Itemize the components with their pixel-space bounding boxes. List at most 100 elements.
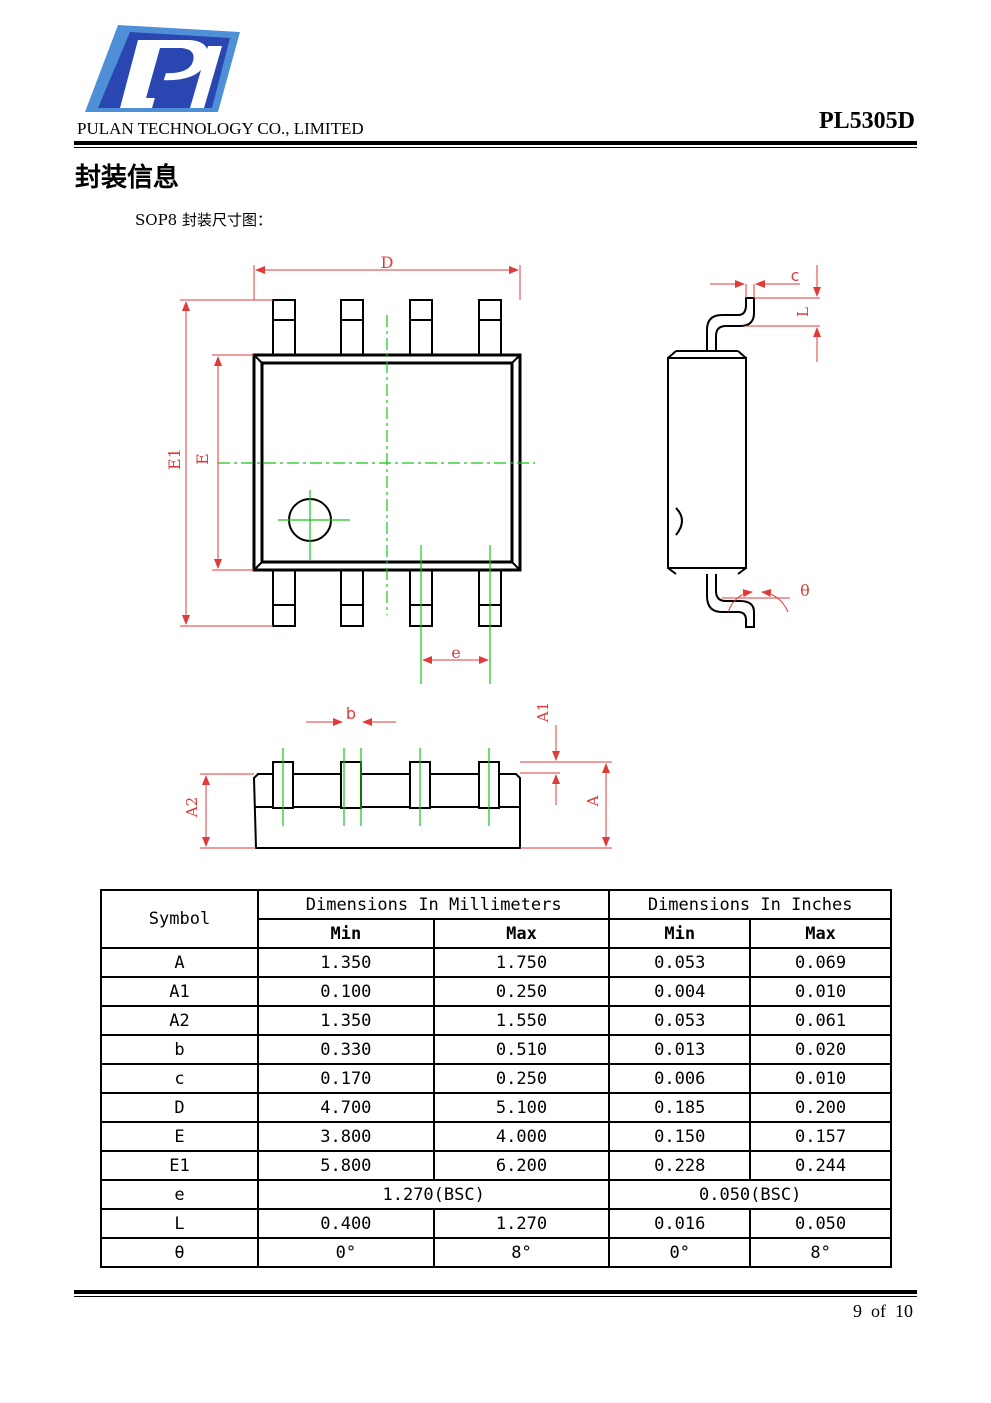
cell-symbol: A2 bbox=[100, 1005, 259, 1036]
cell-symbol: E1 bbox=[100, 1150, 259, 1181]
part-number: PL5305D bbox=[819, 108, 915, 134]
label-theta: θ bbox=[800, 581, 810, 600]
table-row: θ 0° 8° 0° 8° bbox=[100, 1237, 892, 1268]
label-A2: A2 bbox=[183, 797, 201, 818]
side-body bbox=[667, 357, 747, 569]
header-rule-thick bbox=[74, 141, 917, 145]
cell-mm-bsc: 1.270(BSC) bbox=[256, 1179, 611, 1210]
label-D: D bbox=[381, 253, 394, 272]
cell-symbol: b bbox=[100, 1034, 259, 1065]
label-A1: A1 bbox=[534, 702, 552, 723]
lead-top-3 bbox=[409, 299, 433, 356]
cell-mm-min: 4.700 bbox=[257, 1092, 435, 1123]
in-max-header: Max bbox=[749, 918, 892, 949]
cell-in-min: 0.004 bbox=[608, 976, 752, 1007]
table-row: A1 0.100 0.250 0.004 0.010 bbox=[100, 976, 892, 1007]
cell-in-min: 0.150 bbox=[608, 1121, 752, 1152]
table-row: E1 5.800 6.200 0.228 0.244 bbox=[100, 1150, 892, 1181]
cell-mm-min: 5.800 bbox=[257, 1150, 435, 1181]
cell-mm-max: 8° bbox=[432, 1237, 611, 1268]
cell-mm-max: 1.550 bbox=[432, 1005, 611, 1036]
cell-in-max: 0.050 bbox=[749, 1208, 892, 1239]
cell-mm-max: 4.000 bbox=[432, 1121, 611, 1152]
table-row: e 1.270(BSC) 0.050(BSC) bbox=[100, 1179, 892, 1210]
cell-mm-min: 0° bbox=[257, 1237, 435, 1268]
cell-in-max: 0.200 bbox=[749, 1092, 892, 1123]
cell-mm-min: 1.350 bbox=[257, 947, 435, 978]
cell-in-max: 0.061 bbox=[749, 1005, 892, 1036]
mm-max-header: Max bbox=[432, 918, 611, 949]
lead-bottom-1 bbox=[272, 569, 296, 627]
cell-in-max: 0.010 bbox=[749, 1063, 892, 1094]
header-rule-thin bbox=[74, 147, 917, 148]
lead-top-4 bbox=[478, 299, 502, 356]
cell-in-min: 0.013 bbox=[608, 1034, 752, 1065]
label-e: e bbox=[451, 643, 460, 662]
table-row: c 0.170 0.250 0.006 0.010 bbox=[100, 1063, 892, 1094]
cell-in-min: 0.016 bbox=[608, 1208, 752, 1239]
package-caption: SOP8 封装尺寸图： bbox=[135, 211, 272, 229]
company-name: PULAN TECHNOLOGY CO., LIMITED bbox=[77, 119, 364, 138]
cell-symbol: A bbox=[100, 947, 259, 978]
cell-in-max: 0.157 bbox=[749, 1121, 892, 1152]
footer-rule-thin bbox=[74, 1296, 917, 1297]
cell-in-max: 0.020 bbox=[749, 1034, 892, 1065]
cell-mm-max: 6.200 bbox=[432, 1150, 611, 1181]
table-row: A2 1.350 1.550 0.053 0.061 bbox=[100, 1005, 892, 1036]
label-A: A bbox=[584, 795, 602, 807]
label-L: L bbox=[794, 307, 812, 317]
cell-mm-min: 1.350 bbox=[257, 1005, 435, 1036]
cell-in-max: 0.069 bbox=[749, 947, 892, 978]
centerlines bbox=[218, 315, 535, 684]
inch-header: Dimensions In Inches bbox=[608, 889, 892, 920]
lead-top-2 bbox=[340, 299, 364, 356]
table-row: b 0.330 0.510 0.013 0.020 bbox=[100, 1034, 892, 1065]
front-view bbox=[252, 761, 521, 849]
cell-mm-min: 3.800 bbox=[257, 1121, 435, 1152]
cell-in-max: 0.010 bbox=[749, 976, 892, 1007]
label-b: b bbox=[346, 704, 356, 723]
cell-mm-max: 0.510 bbox=[432, 1034, 611, 1065]
cell-symbol: E bbox=[100, 1121, 259, 1152]
table-row: E 3.800 4.000 0.150 0.157 bbox=[100, 1121, 892, 1152]
cell-in-min: 0° bbox=[608, 1237, 752, 1268]
cell-in-max: 0.244 bbox=[749, 1150, 892, 1181]
table-row: D 4.700 5.100 0.185 0.200 bbox=[100, 1092, 892, 1123]
label-c: c bbox=[791, 266, 800, 285]
dimensions-table: Symbol Dimensions In Millimeters Dimensi… bbox=[100, 889, 892, 1268]
cell-mm-max: 0.250 bbox=[432, 976, 611, 1007]
cell-mm-min: 0.330 bbox=[257, 1034, 435, 1065]
mm-min-header: Min bbox=[257, 918, 435, 949]
symbol-header: Symbol bbox=[100, 889, 259, 949]
cell-in-min: 0.053 bbox=[608, 1005, 752, 1036]
cell-symbol: A1 bbox=[100, 976, 259, 1007]
cell-in-bsc: 0.050(BSC) bbox=[608, 1179, 892, 1210]
label-E1: E1 bbox=[165, 448, 184, 470]
cell-symbol: e bbox=[100, 1179, 259, 1210]
lead-bottom-2 bbox=[340, 569, 364, 627]
label-E: E bbox=[193, 453, 212, 465]
cell-symbol: c bbox=[100, 1063, 259, 1094]
company-logo bbox=[85, 25, 240, 112]
cell-symbol: θ bbox=[100, 1237, 259, 1268]
cell-mm-min: 0.400 bbox=[257, 1208, 435, 1239]
cell-in-max: 8° bbox=[749, 1237, 892, 1268]
cell-in-min: 0.053 bbox=[608, 947, 752, 978]
section-title: 封装信息 bbox=[75, 163, 180, 193]
cell-symbol: D bbox=[100, 1092, 259, 1123]
cell-symbol: L bbox=[100, 1208, 259, 1239]
table-row: L 0.400 1.270 0.016 0.050 bbox=[100, 1208, 892, 1239]
cell-in-min: 0.228 bbox=[608, 1150, 752, 1181]
cell-mm-max: 1.750 bbox=[432, 947, 611, 978]
lead-top-1 bbox=[272, 299, 296, 356]
cell-in-min: 0.185 bbox=[608, 1092, 752, 1123]
cell-mm-min: 0.170 bbox=[257, 1063, 435, 1094]
sop8-package-drawing: D E1 E e c L θ bbox=[165, 253, 821, 849]
cell-mm-max: 1.270 bbox=[432, 1208, 611, 1239]
page-number: 9 of 10 bbox=[853, 1301, 913, 1321]
cell-mm-max: 5.100 bbox=[432, 1092, 611, 1123]
table-row: A 1.350 1.750 0.053 0.069 bbox=[100, 947, 892, 978]
cell-mm-max: 0.250 bbox=[432, 1063, 611, 1094]
side-view bbox=[667, 297, 755, 628]
cell-in-min: 0.006 bbox=[608, 1063, 752, 1094]
